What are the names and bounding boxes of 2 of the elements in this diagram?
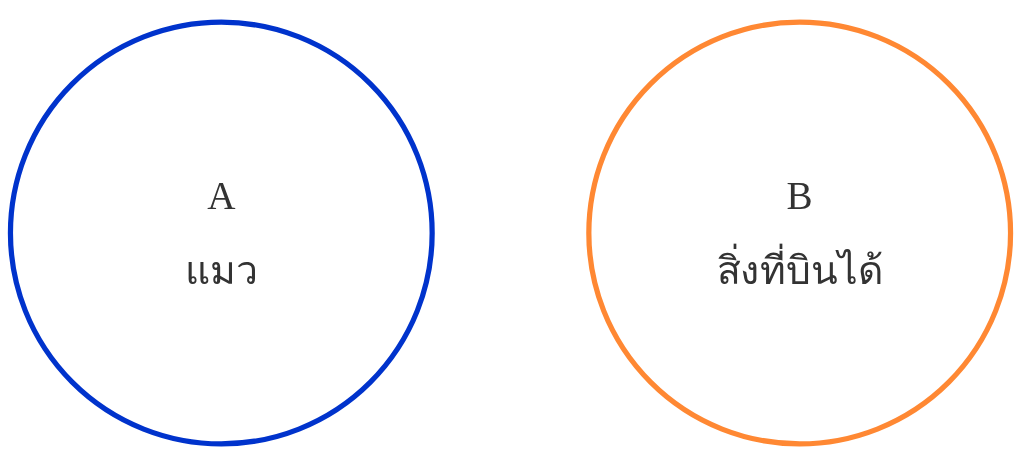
- node-circle: A แมว: [7, 19, 435, 447]
- node-circle: B สิ่งที่บินได้: [586, 19, 1014, 447]
